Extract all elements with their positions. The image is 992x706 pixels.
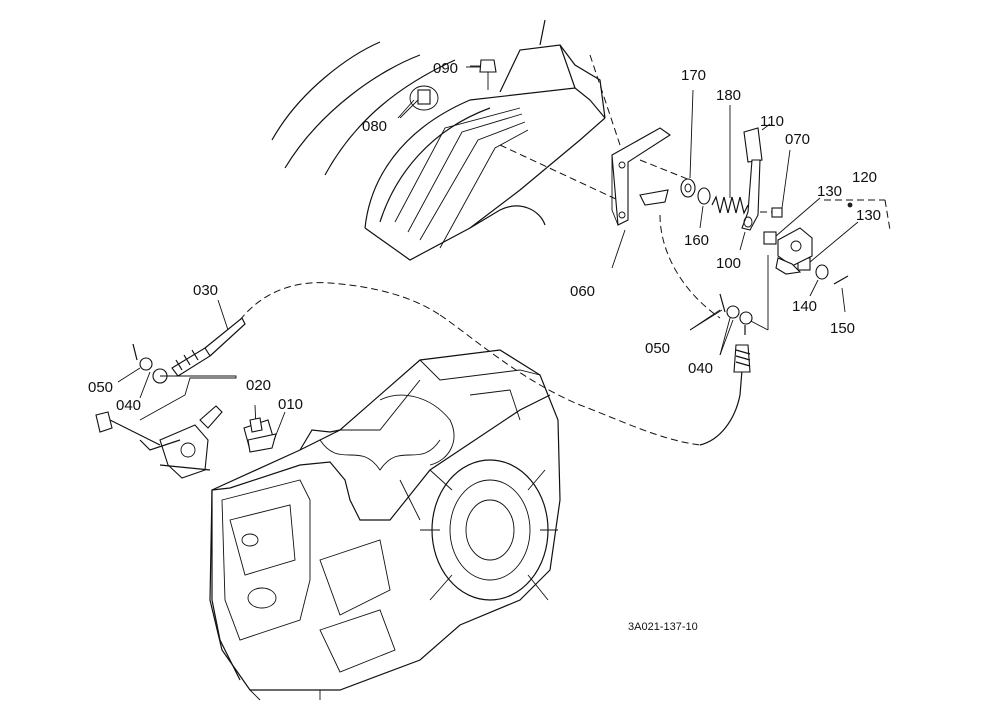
label-080: 080: [362, 118, 387, 135]
label-020: 020: [246, 377, 271, 394]
label-050-right: 050: [645, 340, 670, 357]
label-140: 140: [792, 298, 817, 315]
label-030: 030: [193, 282, 218, 299]
label-040-right: 040: [688, 360, 713, 377]
right-parts-group: [680, 89, 891, 331]
part-080-bolt: [399, 85, 439, 119]
drawing-code: 3A021-137-10: [628, 621, 698, 633]
label-070: 070: [785, 131, 810, 148]
label-180: 180: [716, 87, 741, 104]
label-010: 010: [278, 396, 303, 413]
clutch-lever: [95, 405, 223, 479]
label-040-left: 040: [116, 397, 141, 414]
part-labels: 090 080 170 180 110 070 120 130 130 160 …: [88, 60, 881, 633]
label-160: 160: [684, 232, 709, 249]
label-120: 120: [852, 169, 877, 186]
label-130-a: 130: [817, 183, 842, 200]
label-170: 170: [681, 67, 706, 84]
label-060: 060: [570, 283, 595, 300]
label-090: 090: [433, 60, 458, 77]
label-130-b: 130: [856, 207, 881, 224]
fender-assembly: [271, 19, 621, 261]
left-pin-washer: [117, 343, 237, 421]
part-060-bracket: [611, 127, 691, 269]
leader-lines: [397, 66, 734, 356]
part-030-cable: [171, 214, 751, 446]
part-090-bolt: [470, 59, 497, 90]
right-pin-washer: [689, 293, 753, 356]
label-050-left: 050: [88, 379, 113, 396]
label-110: 110: [760, 113, 784, 130]
label-100: 100: [716, 255, 741, 272]
label-150: 150: [830, 320, 855, 337]
part-010-020-bracket: [243, 404, 286, 453]
transmission-housing: [209, 349, 561, 701]
